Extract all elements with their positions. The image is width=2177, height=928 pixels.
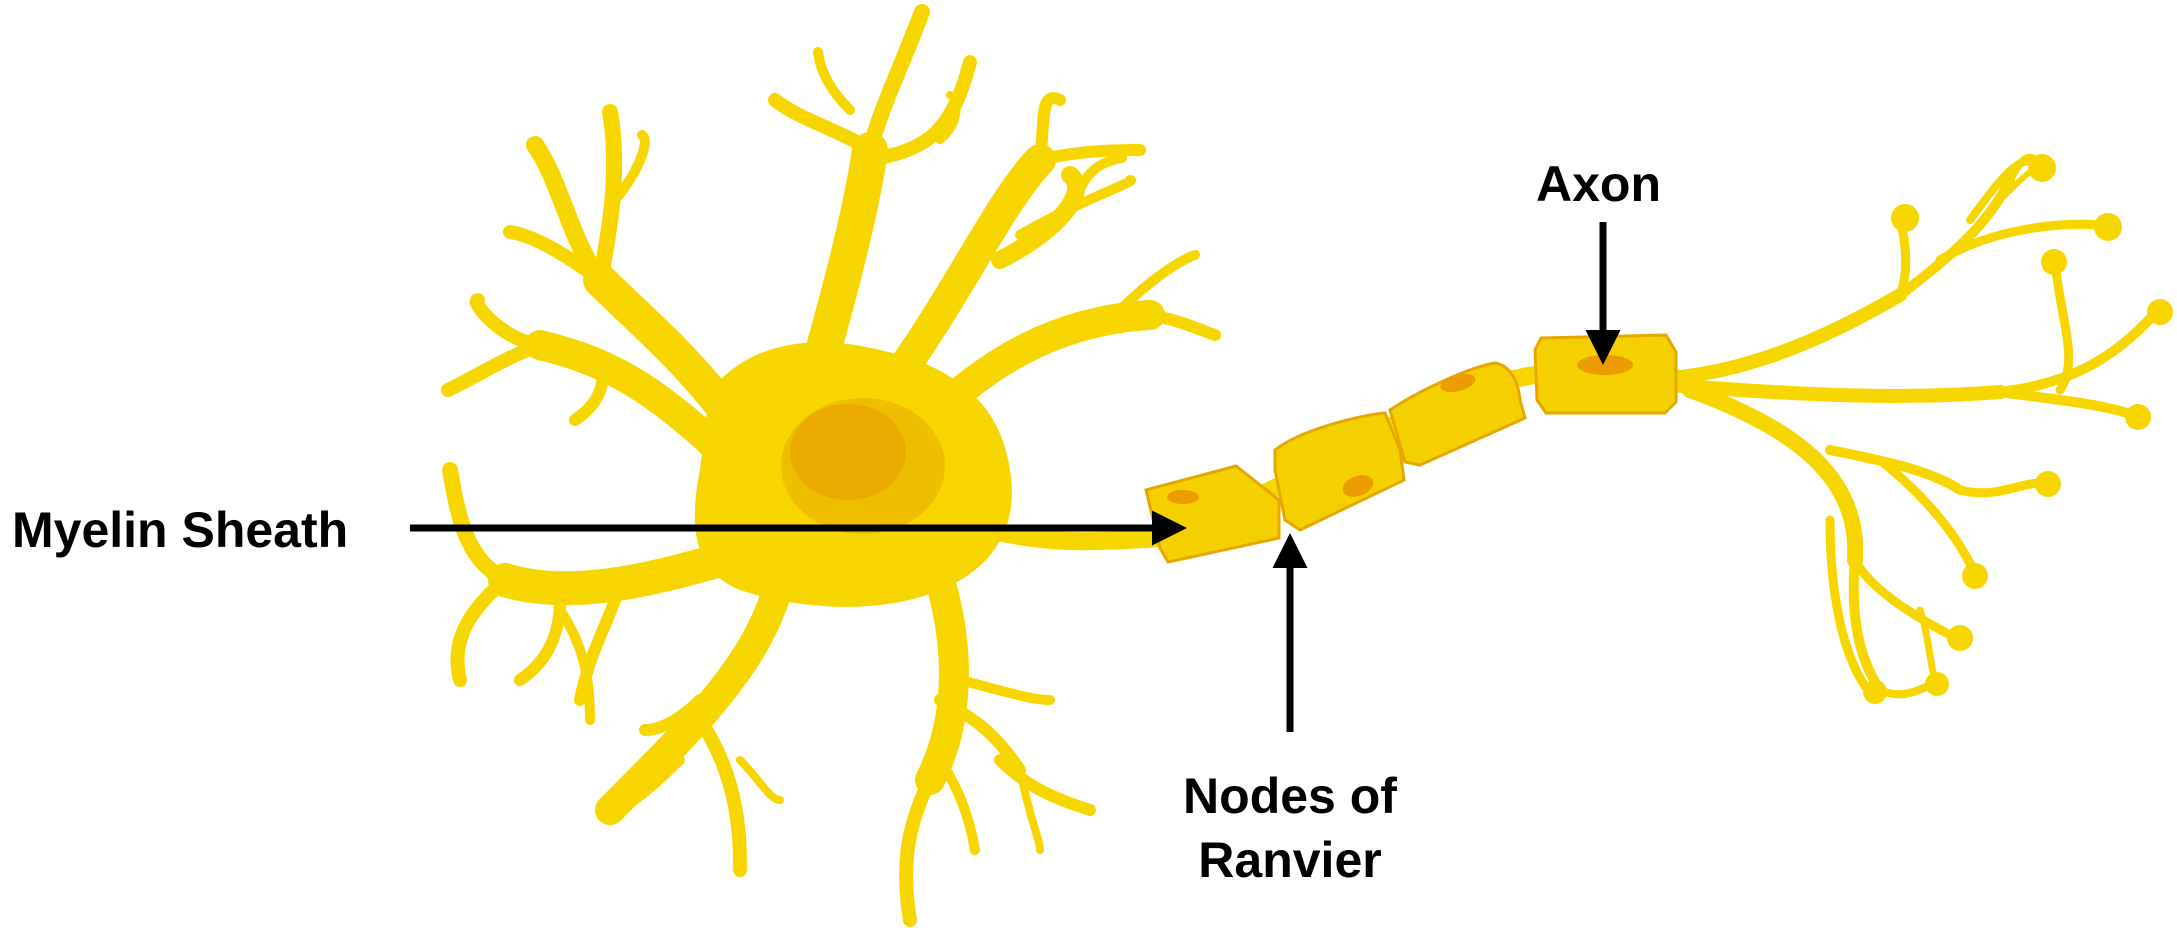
sheath-segment: [1275, 413, 1404, 530]
axon-label: Axon: [1536, 152, 1661, 216]
nodes-label-line-2: Ranvier: [1120, 828, 1460, 892]
synaptic-knobs: [1863, 154, 2173, 704]
nodes-of-ranvier-label: Nodes of Ranvier: [1120, 764, 1460, 892]
sheath-segment: [1146, 466, 1279, 562]
nodes-label-line-1: Nodes of: [1120, 764, 1460, 828]
myelin-sheath: [1146, 335, 1676, 562]
myelin-sheath-label: Myelin Sheath: [12, 498, 348, 562]
nucleus: [790, 404, 906, 500]
axon-terminals: [1670, 158, 2158, 695]
sheath-segment: [1390, 363, 1525, 465]
